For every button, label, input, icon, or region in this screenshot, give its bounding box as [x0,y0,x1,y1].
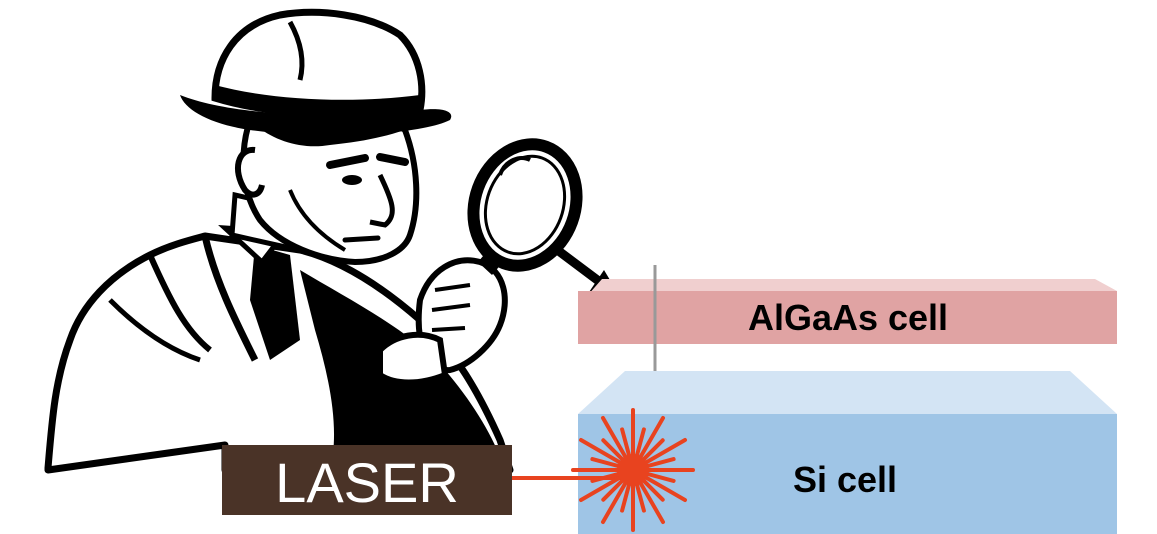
laser-box: LASER [222,445,512,515]
si-cell-front-face [578,414,1117,534]
laser-label: LASER [275,451,459,514]
detective-icon [44,8,583,474]
si-cell-top-face [578,371,1117,414]
algaas-cell-front-face [578,291,1117,344]
algaas-cell: AlGaAs cell [578,279,1117,344]
algaas-cell-label: AlGaAs cell [748,297,948,338]
si-cell: Si cell [578,371,1117,534]
si-cell-label: Si cell [793,459,897,500]
laser-burst-icon [571,408,695,532]
laser-box-background [222,445,512,515]
laser-burst-core [617,454,649,486]
